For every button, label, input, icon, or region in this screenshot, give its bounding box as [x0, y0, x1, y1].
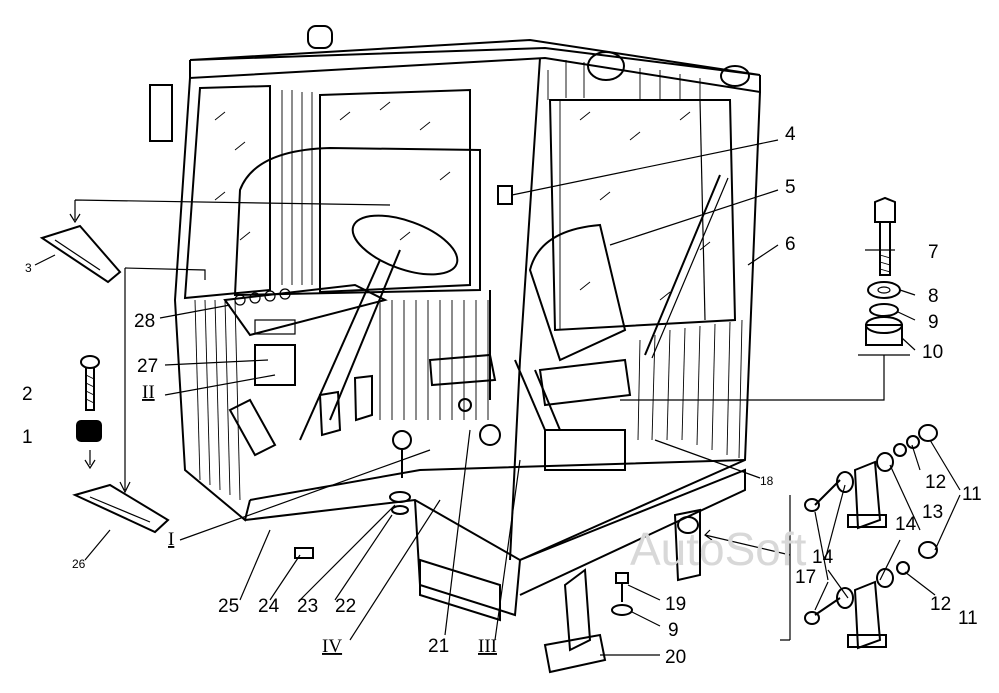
bolt-19-head [615, 572, 629, 584]
label-19: 19 [665, 594, 686, 615]
mount-plate [543, 633, 607, 674]
label-7: 7 [928, 242, 939, 263]
rear-wall-ribbing [379, 300, 489, 420]
cab-mounts [543, 508, 701, 674]
right-wall-ribbing [547, 60, 743, 459]
nut-11-lower [918, 541, 938, 559]
side-lamp [149, 84, 173, 142]
label-14b: 14 [812, 547, 834, 568]
label-17: 17 [795, 567, 816, 588]
mount-rear [673, 508, 701, 582]
pedal-right [353, 374, 373, 422]
roof-vent [587, 51, 625, 81]
label-20: 20 [665, 647, 686, 668]
bracket-line-right [620, 354, 910, 401]
part-labels: 1 2 3 4 5 6 7 8 9 10 11 12 13 14 14 17 1… [22, 124, 982, 668]
view-label-III: III [478, 636, 497, 657]
label-21: 21 [428, 636, 449, 657]
label-10: 10 [922, 342, 943, 363]
lever-3 [534, 369, 561, 431]
label-22: 22 [335, 596, 356, 617]
steering-column [329, 249, 401, 421]
label-9b: 9 [668, 620, 679, 641]
arrow-to-bracket-3 [69, 199, 391, 224]
label-18: 18 [760, 474, 774, 488]
watermark: AutoSoft [630, 523, 807, 575]
steering-wheel [351, 214, 459, 276]
upper-mount-block [853, 460, 882, 530]
view-label-II: II [142, 382, 155, 403]
label-27: 27 [137, 356, 158, 377]
label-5: 5 [785, 177, 796, 198]
arrow-down-1 [84, 450, 96, 470]
label-12: 12 [925, 472, 946, 493]
mount-front [563, 568, 592, 652]
label-9: 9 [928, 312, 939, 333]
control-box [544, 429, 626, 471]
label-3: 3 [25, 261, 32, 275]
label-14: 14 [895, 514, 917, 535]
dashboard [223, 283, 388, 337]
floor-bolt-head [392, 430, 412, 450]
roof-lamp [720, 65, 750, 87]
bracket-3 [39, 224, 122, 284]
label-11: 11 [962, 484, 982, 505]
label-6: 6 [785, 234, 796, 255]
view-label-IV: IV [322, 636, 342, 657]
lever-2 [514, 359, 546, 431]
label-13: 13 [922, 502, 943, 523]
bracket-26 [72, 483, 170, 534]
floor-washer [389, 491, 411, 503]
washer-9b [611, 604, 633, 616]
nut-11-upper [918, 424, 938, 442]
nut-10 [865, 324, 903, 346]
arrow-to-bracket-26 [119, 267, 206, 494]
label-4: 4 [785, 124, 796, 145]
leader-lines [34, 139, 961, 656]
arrow-to-mount [704, 529, 791, 556]
windscreen [233, 146, 481, 297]
cab-body [149, 25, 761, 622]
wiper-arm [644, 174, 721, 356]
right-details [620, 196, 938, 650]
left-wall-ribbing [194, 90, 313, 501]
label-24: 24 [258, 596, 280, 617]
screw-2-head [80, 355, 100, 369]
label-8: 8 [928, 286, 939, 307]
label-2: 2 [22, 384, 33, 405]
instrument-console [254, 344, 296, 386]
label-11b: 11 [958, 608, 978, 629]
label-25: 25 [218, 596, 239, 617]
bolt-17-upper [814, 479, 841, 506]
view-label-I: I [168, 529, 174, 550]
bolt-7-shank [879, 222, 891, 276]
bolt-7-head [874, 196, 896, 223]
label-26: 26 [72, 557, 86, 571]
screw-2-shank [85, 368, 95, 411]
interior-light [497, 185, 513, 205]
washer-8 [867, 281, 901, 299]
lower-mount-block [853, 580, 882, 650]
label-23: 23 [297, 596, 318, 617]
beacon-lamp [307, 25, 333, 49]
label-12b: 12 [930, 594, 951, 615]
view-labels: I II III IV [142, 382, 497, 657]
glass-marks [214, 101, 711, 301]
seat-cushion [538, 358, 632, 407]
label-28: 28 [134, 311, 155, 332]
washer-9 [869, 303, 899, 317]
pedal-mid [318, 390, 342, 437]
left-details [39, 199, 391, 534]
seat-back [528, 223, 627, 362]
label-1: 1 [22, 427, 33, 448]
bolt-17-lower [814, 597, 841, 616]
nut-1 [76, 420, 102, 442]
pedal-left [228, 398, 277, 457]
seat-left-box [428, 353, 497, 387]
